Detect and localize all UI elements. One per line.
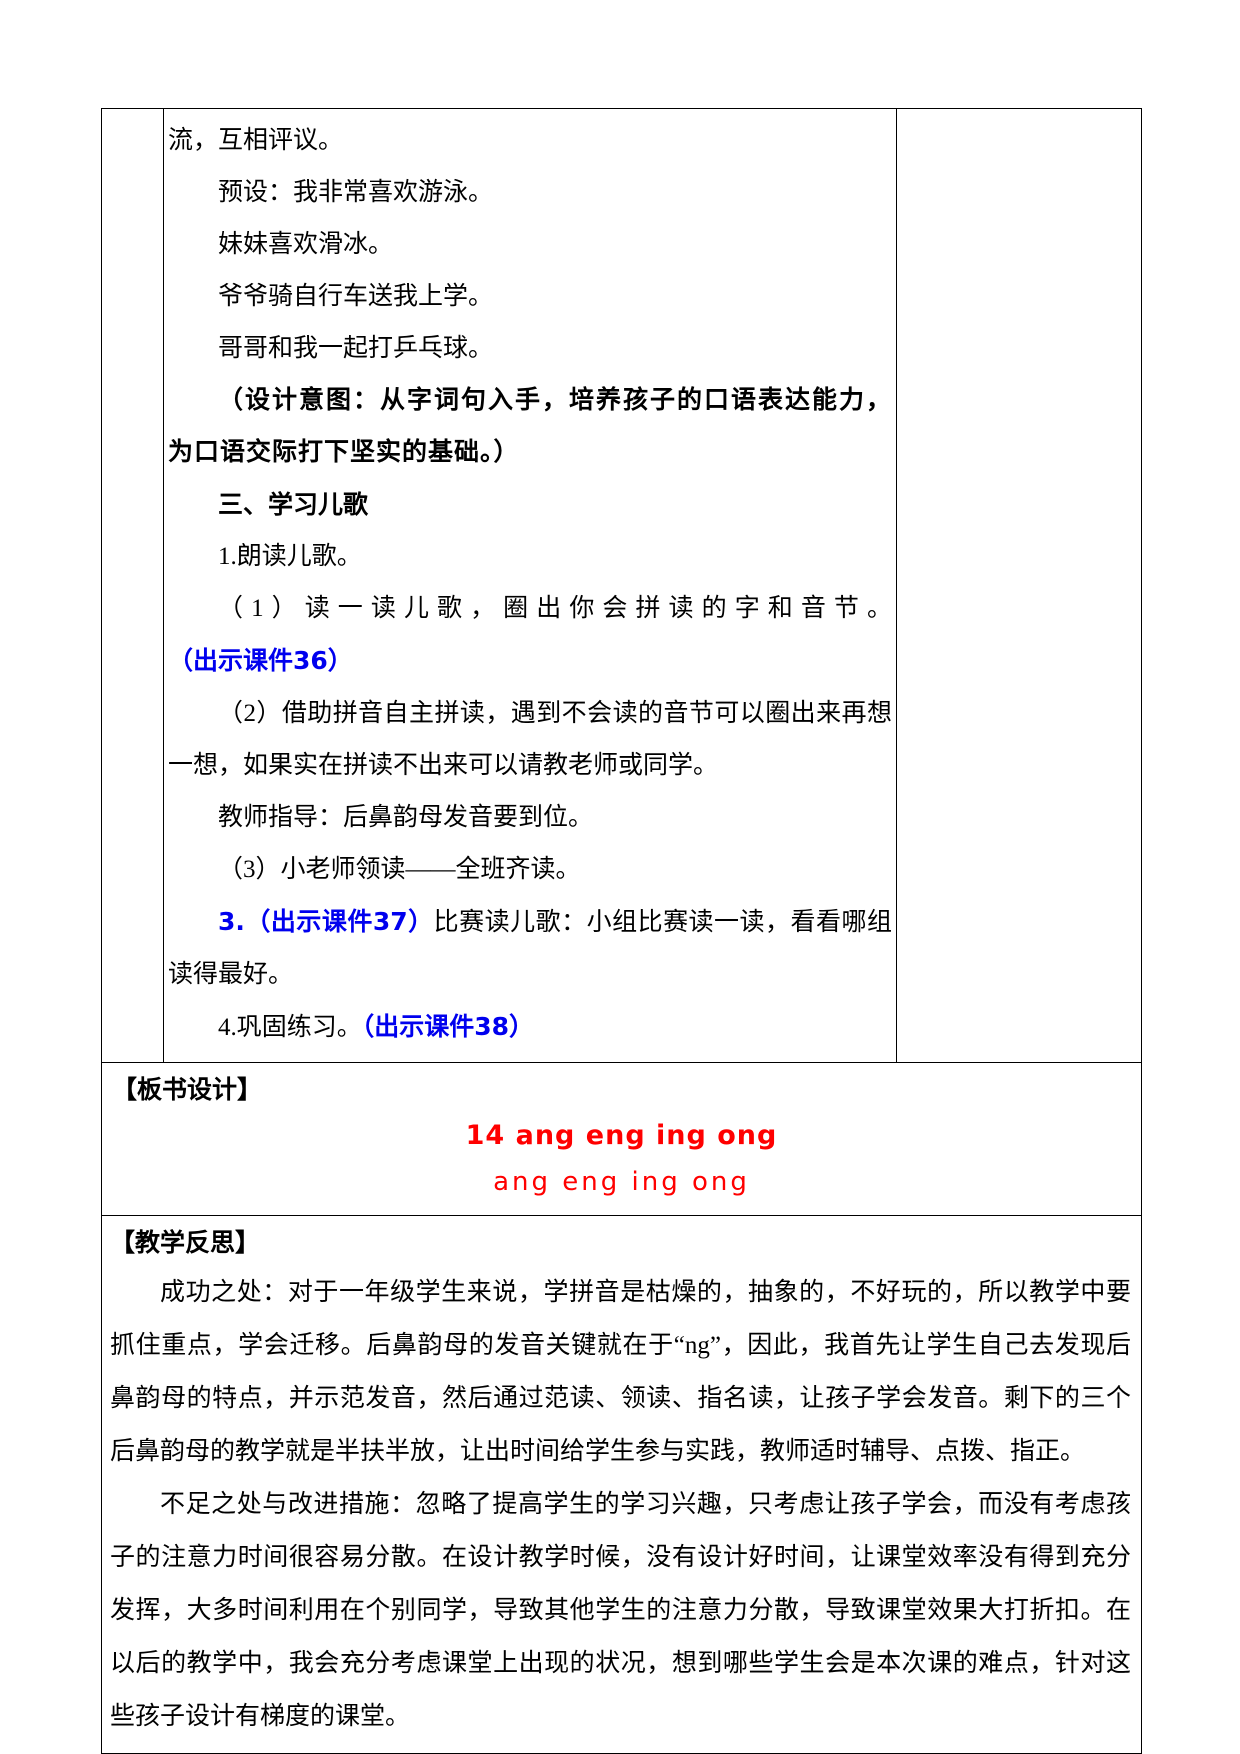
reflection-paragraph-strengths: 成功之处：对于一年级学生来说，学拼音是枯燥的，抽象的，不好玩的，所以教学中要抓住… <box>110 1279 1131 1465</box>
main-content-column: 流，互相评议。 预设：我非常喜欢游泳。 妹妹喜欢滑冰。 爷爷骑自行车送我上学。 … <box>163 108 897 1063</box>
courseware-tag-36: （出示课件36） <box>168 646 353 675</box>
paragraph-sister-skating: 妹妹喜欢滑冰。 <box>218 231 394 258</box>
item-3-number: 3. <box>218 907 245 936</box>
teaching-reflection-title: 【教学反思】 <box>110 1228 261 1257</box>
design-intent-label: （设计意图： <box>218 387 380 414</box>
board-design-title: 【板书设计】 <box>112 1075 263 1104</box>
left-empty-column <box>101 108 164 1063</box>
item-3-text: 比赛读儿歌：小组比赛读一读，看看哪组读得最好。 <box>168 909 892 988</box>
table-row-content: 流，互相评议。 预设：我非常喜欢游泳。 妹妹喜欢滑冰。 爷爷骑自行车送我上学。 … <box>101 108 1142 1063</box>
board-design-line-1: 14 ang eng ing ong <box>465 1120 778 1151</box>
paragraph-item-4: 4.巩固练习。（出示课件38） <box>168 1001 892 1054</box>
paragraph-teacher-guidance: 教师指导：后鼻韵母发音要到位。 <box>218 804 594 831</box>
paragraph-preset-swim: 预设：我非常喜欢游泳。 <box>218 179 494 206</box>
design-intent-body: 从字词句入手，培养孩子的口语表达能力，为口语交际打下坚实的基础。） <box>168 387 892 466</box>
board-design-line-2: ang eng ing ong <box>493 1167 750 1197</box>
courseware-tag-38: （出示课件38） <box>361 1012 535 1041</box>
paragraph-step-1: （1）读一读儿歌，圈出你会拼读的字和音节。 （出示课件36） <box>168 583 892 688</box>
paragraph-step-3: （3）小老师领读——全班齐读。 <box>218 856 581 883</box>
table-row-board-design: 【板书设计】 14 ang eng ing ong ang eng ing on… <box>101 1062 1142 1216</box>
board-design-cell: 【板书设计】 14 ang eng ing ong ang eng ing on… <box>101 1062 1142 1216</box>
paragraph-step-2: （2）借助拼音自主拼读，遇到不会读的音节可以圈出来再想一想，如果实在拼读不出来可… <box>168 700 892 779</box>
courseware-tag-37: （出示课件37） <box>244 907 434 936</box>
paragraph-design-intent: （设计意图：从字词句入手，培养孩子的口语表达能力，为口语交际打下坚实的基础。） <box>168 375 892 479</box>
reflection-paragraph-improvements: 不足之处与改进措施：忽略了提高学生的学习兴趣，只考虑让孩子学会，而没有考虑孩子的… <box>110 1491 1131 1730</box>
step-1-text: （1）读一读儿歌，圈出你会拼读的字和音节。 <box>218 595 892 622</box>
lesson-plan-table: 流，互相评议。 预设：我非常喜欢游泳。 妹妹喜欢滑冰。 爷爷骑自行车送我上学。 … <box>101 108 1142 1754</box>
table-row-teaching-reflection: 【教学反思】 成功之处：对于一年级学生来说，学拼音是枯燥的，抽象的，不好玩的，所… <box>101 1215 1142 1754</box>
right-empty-column <box>896 108 1142 1063</box>
paragraph-grandpa-bike: 爷爷骑自行车送我上学。 <box>218 283 494 310</box>
paragraph-flow-discuss: 流，互相评议。 <box>168 127 344 154</box>
paragraph-brother-pingpong: 哥哥和我一起打乒乓球。 <box>218 335 494 362</box>
teaching-reflection-cell: 【教学反思】 成功之处：对于一年级学生来说，学拼音是枯燥的，抽象的，不好玩的，所… <box>101 1215 1142 1754</box>
section-heading-learn-song: 三、学习儿歌 <box>218 490 369 519</box>
item-4-text: 4.巩固练习。 <box>218 1014 362 1041</box>
paragraph-read-aloud: 1.朗读儿歌。 <box>218 543 362 570</box>
paragraph-item-3: 3.（出示课件37）比赛读儿歌：小组比赛读一读，看看哪组读得最好。 <box>168 896 892 1001</box>
